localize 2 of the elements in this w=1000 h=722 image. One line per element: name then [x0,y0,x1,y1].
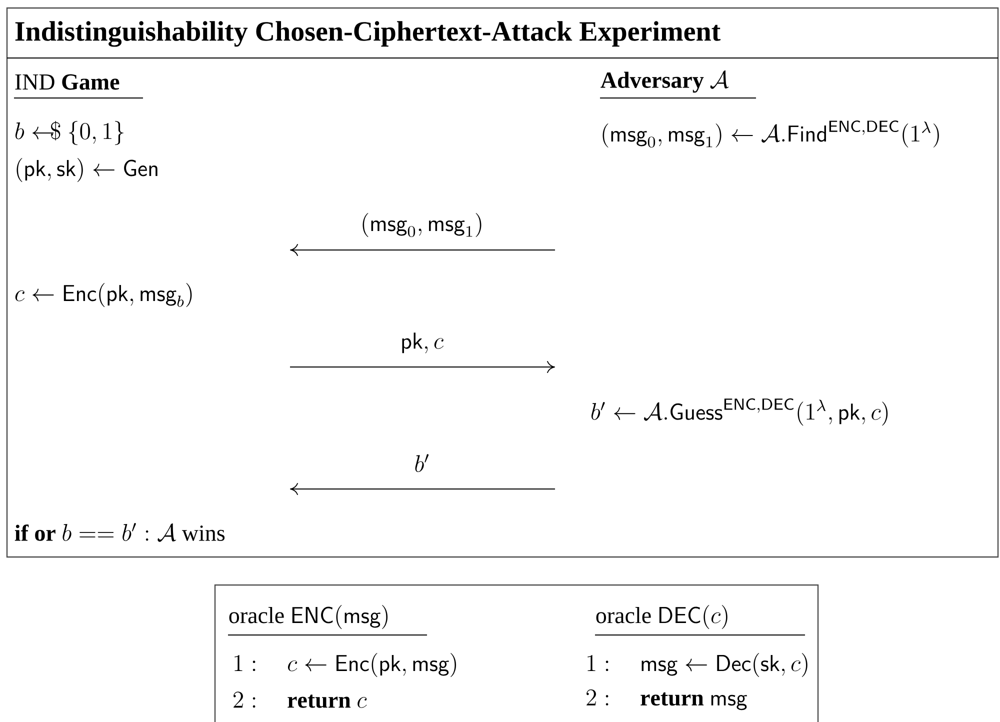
experiment-box: Indistinguishability Chosen-Ciphertext-Attack Experiment $\mathrm{IND}\ \textbf{Game}$ $\textbf{Adversary}\ \mathcal{A}$ $b \leftarrow\!\!\!\$\ \{0,1\}$ $(\mathsf{msg}_0, \mathsf{msg}_1) \leftarrow \mathcal{A}.\mathsf{Find}^{\mathsf{ENC},\mathsf{DEC}}(1^\lambda)$ $(\mathsf{pk}, \mathsf{sk}) \leftarrow \mathsf{Gen}$ $(\mathsf{msg}_0, \mathsf{msg}_1)$ $c \leftarrow \mathsf{Enc}(\mathsf{pk}, \mathsf{msg}_b)$ $\mathsf{pk}, c$ $b' \leftarrow \mathcal{A}.\mathsf{Guess}^{\mathsf{ENC},\mathsf{DEC}}(1^\lambda, \mathsf{pk}, c)$ $b'$ $\textbf{if or}\ b == b' : \mathcal{A}\ \mathrm{wins}$ [6,7,999,558]
oracle-box: $\mathrm{oracle}\ \mathsf{ENC}(\mathsf{msg})$ $\mathrm{oracle}\ \mathsf{DEC}(c)$ $1:\quad c \leftarrow \mathsf{Enc}(\mathsf{pk}, \mathsf{msg})$ $1:\quad \mathsf{msg} \leftarrow \mathsf{Dec}(\mathsf{sk}, c)$ $2:\quad \mathbf{return}\ c$ $2:\quad \mathbf{return}\ \mathsf{msg}$ [214,584,819,722]
